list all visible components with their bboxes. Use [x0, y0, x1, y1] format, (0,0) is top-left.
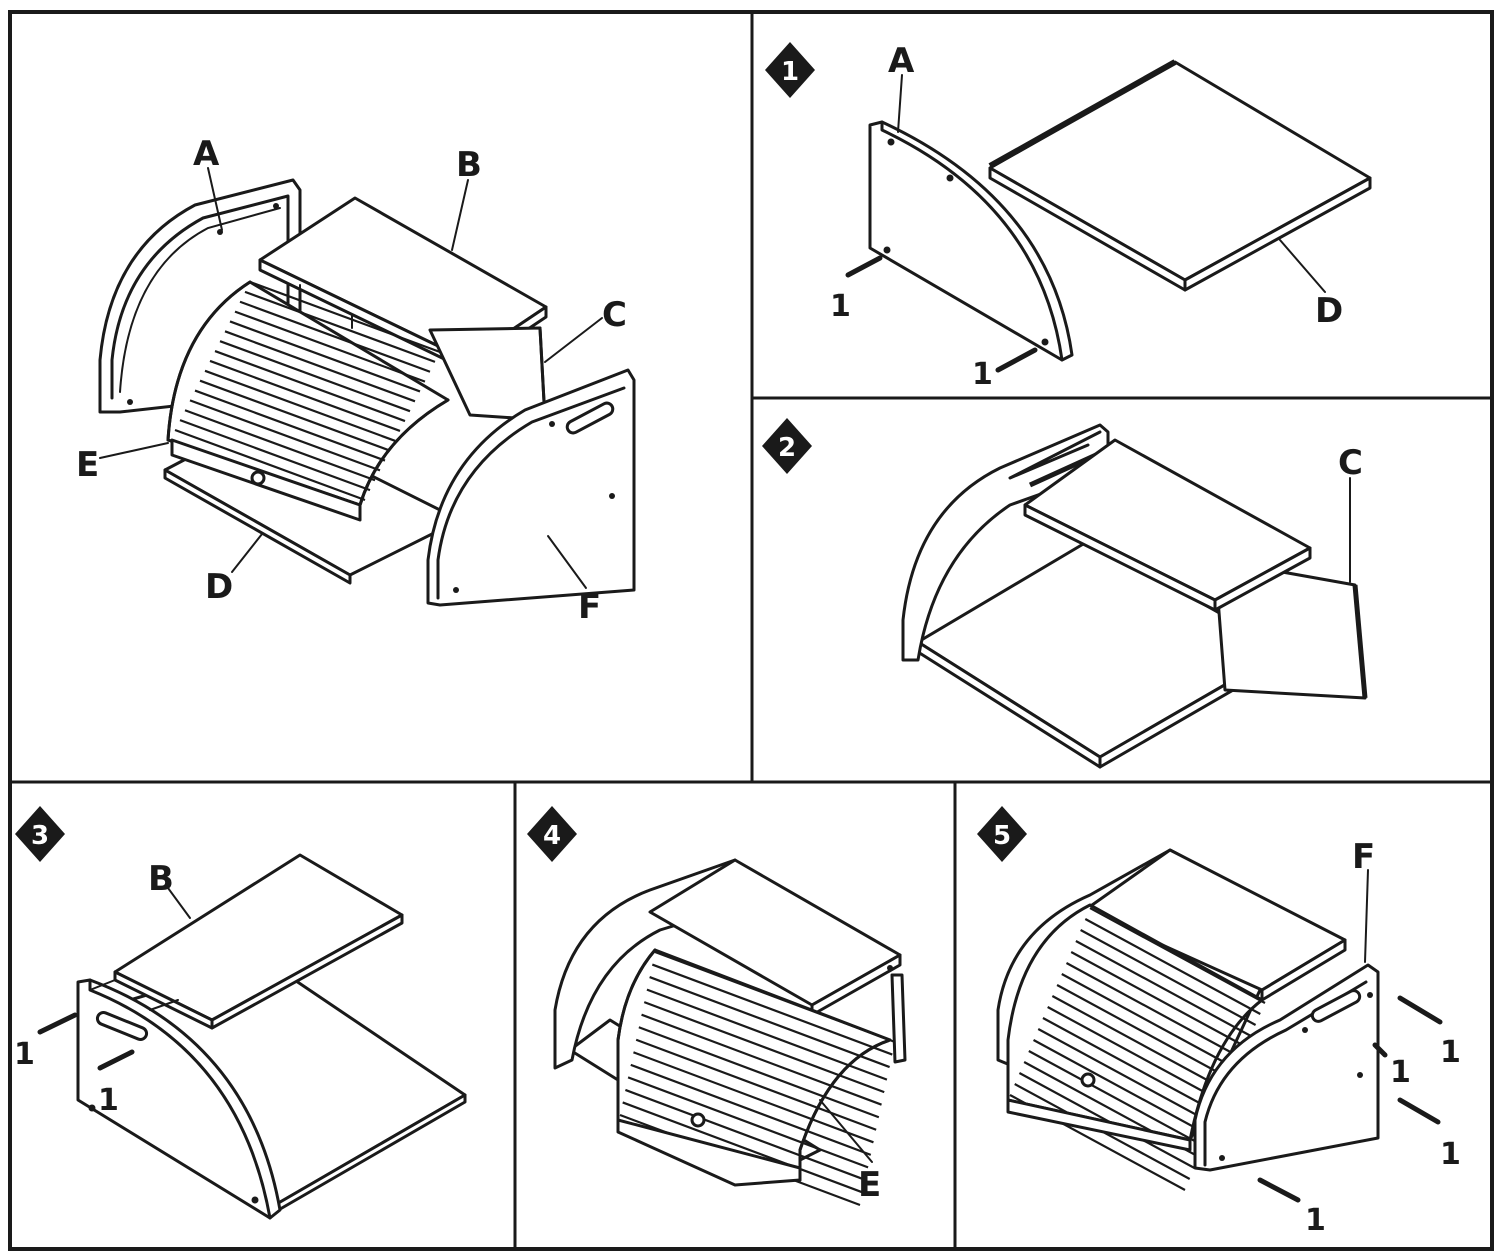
roll-top-slat: [199, 379, 391, 452]
step-badge-5: 5: [977, 806, 1027, 862]
step-badge-4: 4: [527, 806, 577, 862]
part-e-roll-top: [616, 948, 896, 1207]
step-badge-2: 2: [762, 418, 812, 474]
svg-text:5: 5: [993, 821, 1011, 851]
roll-top-slat: [1080, 929, 1257, 1026]
roll-top-slat: [1075, 940, 1252, 1037]
roll-top-slat: [1070, 951, 1247, 1048]
svg-text:4: 4: [543, 821, 561, 851]
roll-top-slat: [194, 389, 386, 462]
panel-step-5: 5 F 1 1: [977, 806, 1461, 1238]
part-e-roll-top: [166, 280, 450, 522]
roll-top-slat: [244, 290, 436, 363]
part-e-roll-top: [1006, 903, 1266, 1191]
svg-text:2: 2: [778, 433, 796, 463]
label-d: D: [205, 567, 233, 607]
label-c: C: [602, 295, 627, 335]
roll-top-slat: [1037, 1028, 1214, 1125]
roll-top-slat: [209, 359, 401, 432]
roll-top-slat: [219, 340, 411, 413]
part-f-side-panel: [1193, 963, 1380, 1172]
roll-top-slat: [239, 300, 431, 373]
roll-top-slat: [184, 409, 376, 482]
roll-top-slat: [1084, 918, 1261, 1015]
roll-top-slat: [646, 988, 888, 1081]
label-b: B: [456, 145, 482, 185]
roll-top-slat: [249, 280, 441, 354]
label-a: A: [888, 41, 915, 81]
part-d-bottom-board: [988, 59, 1372, 292]
roll-top-slat: [1056, 984, 1233, 1081]
roll-top-slat: [1047, 1006, 1224, 1103]
roll-top-slat: [179, 419, 371, 492]
label-d: D: [1315, 291, 1343, 331]
roll-top-slat: [624, 1088, 866, 1181]
label-f: F: [1352, 837, 1375, 877]
panel-overview: A B C E D F: [76, 134, 636, 627]
svg-text:3: 3: [31, 821, 49, 851]
label-c: C: [1338, 443, 1363, 483]
roll-top-slat: [622, 1101, 864, 1194]
roll-top-slat: [189, 399, 381, 472]
roll-top-slat: [204, 369, 396, 442]
part-b-top-board: [1023, 438, 1312, 612]
screw-label-1: 1: [1390, 1055, 1411, 1090]
label-a: A: [193, 134, 220, 174]
roll-top-slat: [1028, 1050, 1205, 1147]
screw-label-1: 1: [98, 1083, 119, 1118]
step-badge-3: 3: [15, 806, 65, 862]
screws: [1257, 995, 1443, 1203]
label-e: E: [76, 445, 99, 485]
roll-top-slat: [633, 1051, 874, 1144]
roll-top-slat: [635, 1038, 877, 1131]
part-b-top-board: [89, 853, 404, 1030]
panel-grid: [8, 10, 1494, 1251]
roll-top-slat: [174, 428, 366, 502]
part-c-back-panel: [428, 326, 547, 422]
screws: [37, 1012, 135, 1071]
roll-top-slat: [1051, 995, 1228, 1092]
roll-top-slat: [651, 963, 893, 1056]
roll-top-slat: [1089, 907, 1266, 1004]
screws: [845, 255, 1038, 373]
screw-label-1: 1: [1305, 1203, 1326, 1238]
roll-top-slat: [627, 1076, 869, 1169]
roll-top-slat: [224, 330, 416, 403]
panel-step-3: 3 B 1 1: [14, 806, 467, 1220]
roll-top-slat: [1033, 1039, 1210, 1136]
screw-label-1: 1: [972, 357, 993, 392]
panel-step-4: 4 E: [527, 806, 907, 1207]
roll-top-slat: [638, 1026, 880, 1119]
panel-step-2: 2 C: [762, 418, 1368, 769]
roll-top-slat: [654, 950, 896, 1044]
screw-label-1: 1: [1440, 1137, 1461, 1172]
part-a-side-panel: [76, 978, 282, 1220]
step-badge-1: 1: [765, 42, 815, 98]
roll-top-slat: [234, 310, 426, 383]
roll-top-slat: [641, 1013, 882, 1106]
roll-top-slat: [1061, 973, 1238, 1070]
roll-top-slat: [643, 1001, 885, 1094]
label-f: F: [578, 587, 601, 627]
svg-text:1: 1: [781, 57, 799, 87]
part-a-side-panel: [868, 120, 1074, 362]
roll-top-slat: [1065, 962, 1242, 1059]
roll-top-slat: [229, 320, 421, 393]
screw-label-1: 1: [14, 1037, 35, 1072]
label-b: B: [148, 859, 174, 899]
part-f-side-panel: [426, 368, 636, 607]
panel-step-1: 1 A D 1 1: [765, 41, 1372, 392]
roll-top-slat: [214, 350, 406, 423]
label-e: E: [858, 1165, 881, 1205]
part-c-back-panel: [1213, 558, 1368, 700]
screw-label-1: 1: [830, 289, 851, 324]
roll-top-slat: [630, 1063, 872, 1156]
roll-top-slat: [1042, 1017, 1219, 1114]
overview-leaders: [99, 167, 603, 589]
screw-label-1: 1: [1440, 1035, 1461, 1070]
